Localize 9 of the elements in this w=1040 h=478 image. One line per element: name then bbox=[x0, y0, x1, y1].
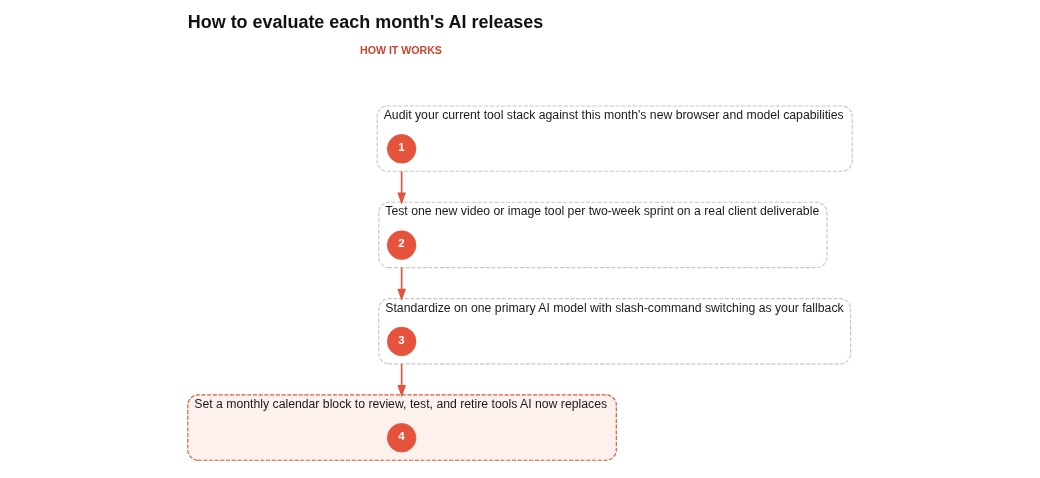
arrow bbox=[397, 363, 406, 398]
label: HOW IT WORKS bbox=[360, 44, 442, 57]
node-circle: 4 bbox=[386, 423, 417, 453]
node-circle: 3 bbox=[386, 326, 417, 357]
arrow bbox=[397, 170, 406, 205]
diagram-title: How to evaluate each month's AI releases bbox=[187, 12, 544, 33]
arrow bbox=[397, 266, 406, 302]
node-circle: 2 bbox=[386, 230, 417, 260]
node-circle: 1 bbox=[386, 134, 417, 164]
